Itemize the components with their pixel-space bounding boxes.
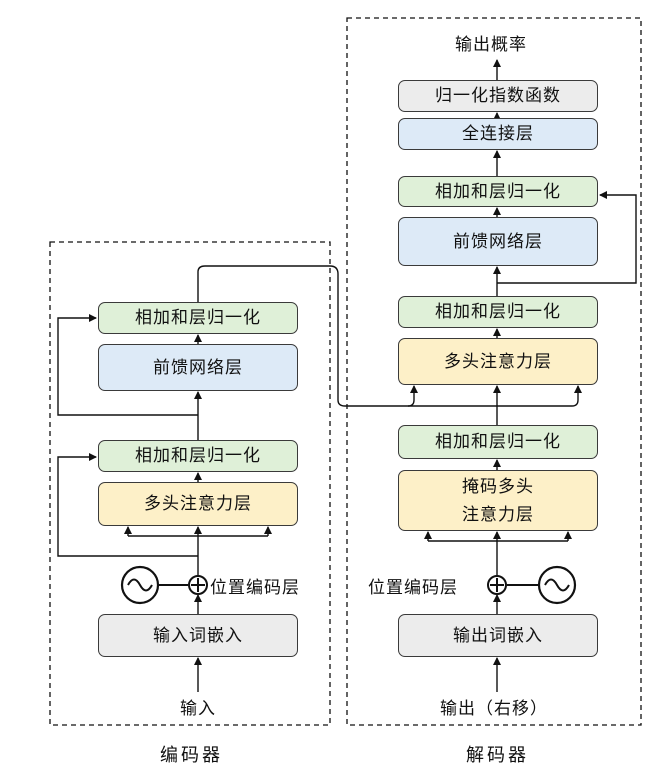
- enc-to-dec-branch-left: [407, 385, 418, 407]
- enc-to-decoder: [197, 265, 582, 407]
- decoder-masked-attention: 掩码多头 注意力层: [398, 470, 598, 531]
- encoder-feed-forward: 前馈网络层: [98, 344, 298, 391]
- encoder-add-norm-2: 相加和层归一化: [98, 302, 298, 334]
- encoder-caption: 编码器: [160, 745, 223, 766]
- decoder-add-norm-3: 相加和层归一化: [398, 176, 598, 207]
- encoder-multi-head-attention: 多头注意力层: [98, 482, 298, 526]
- decoder-linear: 全连接层: [398, 118, 598, 150]
- enc-residual-2: [57, 314, 198, 416]
- decoder-softmax: 归一化指数函数: [398, 80, 598, 112]
- dec-sine-wave: [544, 578, 570, 592]
- encoder-input-label: 输入: [180, 699, 216, 719]
- decoder-feed-forward: 前馈网络层: [398, 217, 598, 266]
- decoder-output-probabilities-label: 输出概率: [455, 35, 527, 55]
- encoder-frame: [49, 241, 331, 726]
- dec-residual-3: [497, 191, 637, 284]
- decoder-add-norm-1: 相加和层归一化: [398, 425, 598, 459]
- encoder-add-norm-1: 相加和层归一化: [98, 440, 298, 472]
- decoder-output-embedding: 输出词嵌入: [398, 614, 598, 657]
- decoder-frame: [346, 17, 642, 726]
- enc-plus-sign: [191, 578, 205, 592]
- dec-plus-sign: [490, 578, 504, 592]
- dec-plus-circle: [487, 575, 507, 595]
- encoder-input-embedding: 输入词嵌入: [98, 614, 298, 657]
- enc-residual-1: [57, 453, 198, 557]
- enc-sine-wave: [127, 578, 153, 592]
- decoder-add-norm-2: 相加和层归一化: [398, 296, 598, 328]
- decoder-input-label: 输出（右移）: [440, 699, 548, 719]
- decoder-positional-encoding-label: 位置编码层: [368, 578, 458, 598]
- enc-plus-circle: [188, 575, 208, 595]
- encoder-positional-encoding-label: 位置编码层: [210, 578, 300, 598]
- decoder-caption: 解码器: [466, 745, 529, 766]
- decoder-cross-attention: 多头注意力层: [398, 338, 598, 385]
